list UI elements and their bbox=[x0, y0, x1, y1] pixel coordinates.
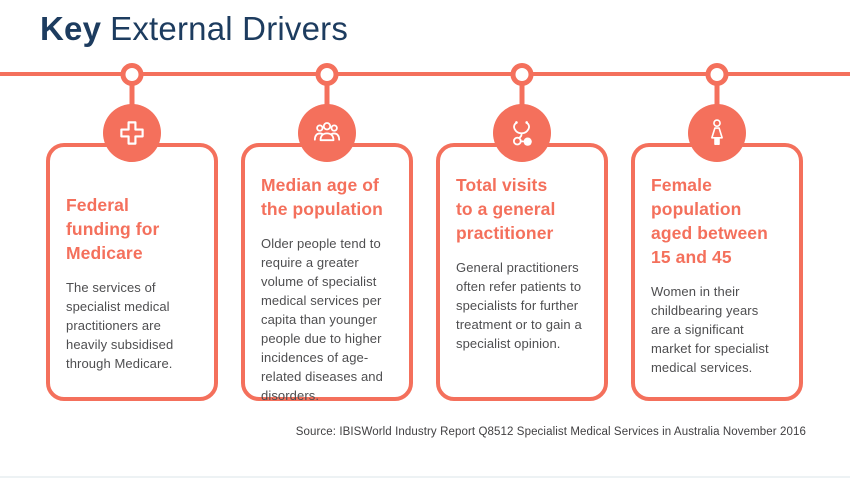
driver-card: Total visits to a general practitioner G… bbox=[436, 143, 608, 401]
driver-column: Total visits to a general practitioner G… bbox=[436, 0, 608, 430]
page-title-rest: External Drivers bbox=[110, 10, 349, 47]
bottom-divider bbox=[0, 476, 850, 478]
source-note: Source: IBISWorld Industry Report Q8512 … bbox=[295, 426, 806, 438]
driver-body: Older people tend to require a greater v… bbox=[261, 236, 383, 403]
driver-column: Female population aged between 15 and 45… bbox=[631, 0, 803, 430]
driver-card: Federal funding for Medicare The service… bbox=[46, 143, 218, 401]
medical-cross-icon bbox=[103, 104, 161, 162]
connector-stem bbox=[324, 84, 330, 109]
connector-stem bbox=[129, 84, 135, 109]
driver-body: General practitioners often refer patien… bbox=[456, 260, 582, 351]
driver-heading: Total visits to a general practitioner bbox=[456, 175, 556, 243]
driver-card: Median age of the population Older peopl… bbox=[241, 143, 413, 403]
driver-heading: Median age of the population bbox=[261, 175, 383, 219]
driver-heading: Female population aged between 15 and 45 bbox=[651, 175, 768, 267]
driver-card: Female population aged between 15 and 45… bbox=[631, 143, 803, 401]
driver-heading: Federal funding for Medicare bbox=[66, 195, 160, 263]
stethoscope-icon bbox=[493, 104, 551, 162]
page-title-key: Key bbox=[40, 10, 102, 47]
driver-body: The services of specialist medical pract… bbox=[66, 280, 174, 371]
driver-column: Federal funding for Medicare The service… bbox=[46, 0, 218, 430]
timeline-line bbox=[0, 72, 850, 76]
timeline-node bbox=[510, 63, 534, 86]
driver-column: Median age of the population Older peopl… bbox=[241, 0, 413, 430]
female-figure-icon bbox=[688, 104, 746, 162]
connector-stem bbox=[519, 84, 525, 109]
timeline-node bbox=[120, 63, 144, 86]
connector-stem bbox=[714, 84, 720, 109]
population-group-icon bbox=[298, 104, 356, 162]
timeline-node bbox=[315, 63, 339, 86]
timeline-node bbox=[705, 63, 729, 86]
driver-body: Women in their childbearing years are a … bbox=[651, 284, 769, 375]
